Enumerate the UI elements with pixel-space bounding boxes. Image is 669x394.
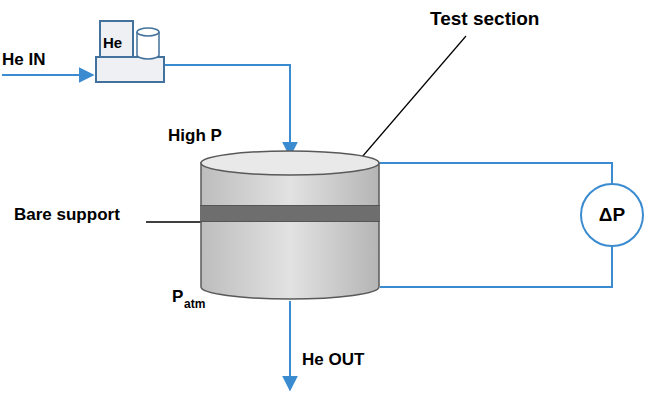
node-label: Test section — [430, 8, 539, 30]
outlet-line — [289, 301, 291, 390]
node-label: He — [103, 34, 122, 51]
cylinder-body — [201, 163, 379, 299]
gas-supply-icon: He — [95, 20, 165, 83]
flow-line — [165, 65, 290, 156]
differential-pressure-gauge: ΔP — [580, 183, 644, 247]
regulator-base — [96, 57, 164, 82]
flow-line — [380, 247, 612, 287]
test-section-cylinder: Test sectionBare support — [200, 150, 380, 300]
pressure-label: P — [172, 287, 183, 307]
flow-line — [380, 163, 612, 183]
leader-line — [362, 36, 466, 157]
cylinder-box — [100, 21, 133, 57]
pressure-label: High P — [168, 126, 222, 146]
bare-support-band: Bare support — [200, 205, 380, 222]
cylinder-outline — [200, 150, 380, 300]
flow-label: He OUT — [302, 350, 364, 370]
pressure-subscript: atm — [184, 297, 205, 311]
inlet-line — [2, 74, 93, 76]
node-label: ΔP — [599, 204, 625, 226]
cylinder-top — [201, 151, 379, 175]
node-label: Bare support — [14, 205, 120, 225]
flow-label: He IN — [2, 50, 45, 70]
small-cylinder-top — [137, 28, 159, 36]
gas-cylinder-symbol — [95, 20, 165, 83]
